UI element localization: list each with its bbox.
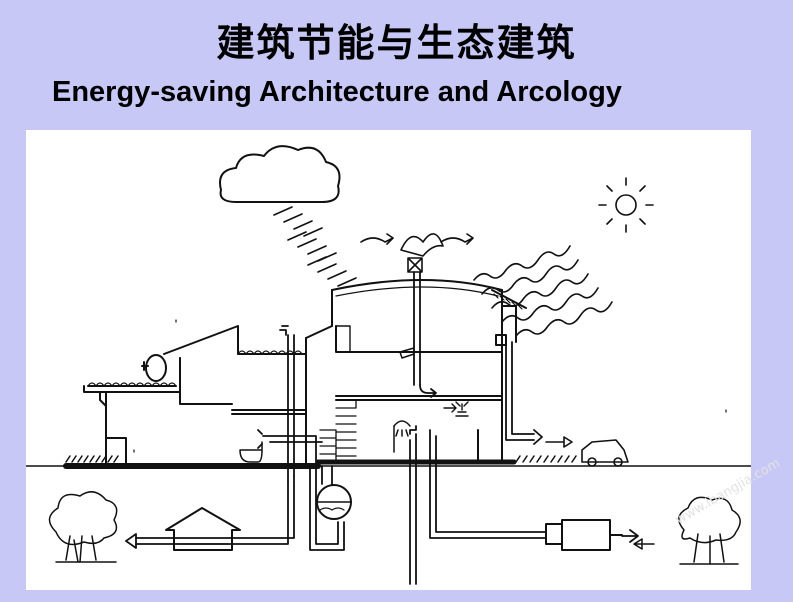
lamp-icon (443, 401, 469, 417)
page-title-english: Energy-saving Architecture and Arcology (52, 76, 622, 108)
faucet-icon (399, 347, 415, 359)
toilet-icon (239, 441, 263, 463)
tank-icon (316, 484, 352, 520)
shower-icon (393, 420, 411, 453)
building-outline (83, 279, 527, 467)
wind-arrow-icon (360, 233, 474, 273)
storage-shed (165, 507, 241, 551)
diagram-panel (26, 130, 751, 590)
ground-line (26, 455, 751, 469)
rain-icon (273, 206, 357, 287)
cloud-icon (219, 145, 341, 203)
sun-icon (598, 177, 654, 233)
tree-icon (633, 496, 741, 565)
car-icon (545, 436, 629, 467)
generator-icon (545, 519, 623, 551)
page-title-chinese: 建筑节能与生态建筑 (216, 21, 577, 65)
building-ecology-diagram (26, 145, 751, 585)
scattered-marks (133, 319, 727, 453)
tree-icon (48, 491, 118, 563)
water-pipes (125, 271, 639, 585)
